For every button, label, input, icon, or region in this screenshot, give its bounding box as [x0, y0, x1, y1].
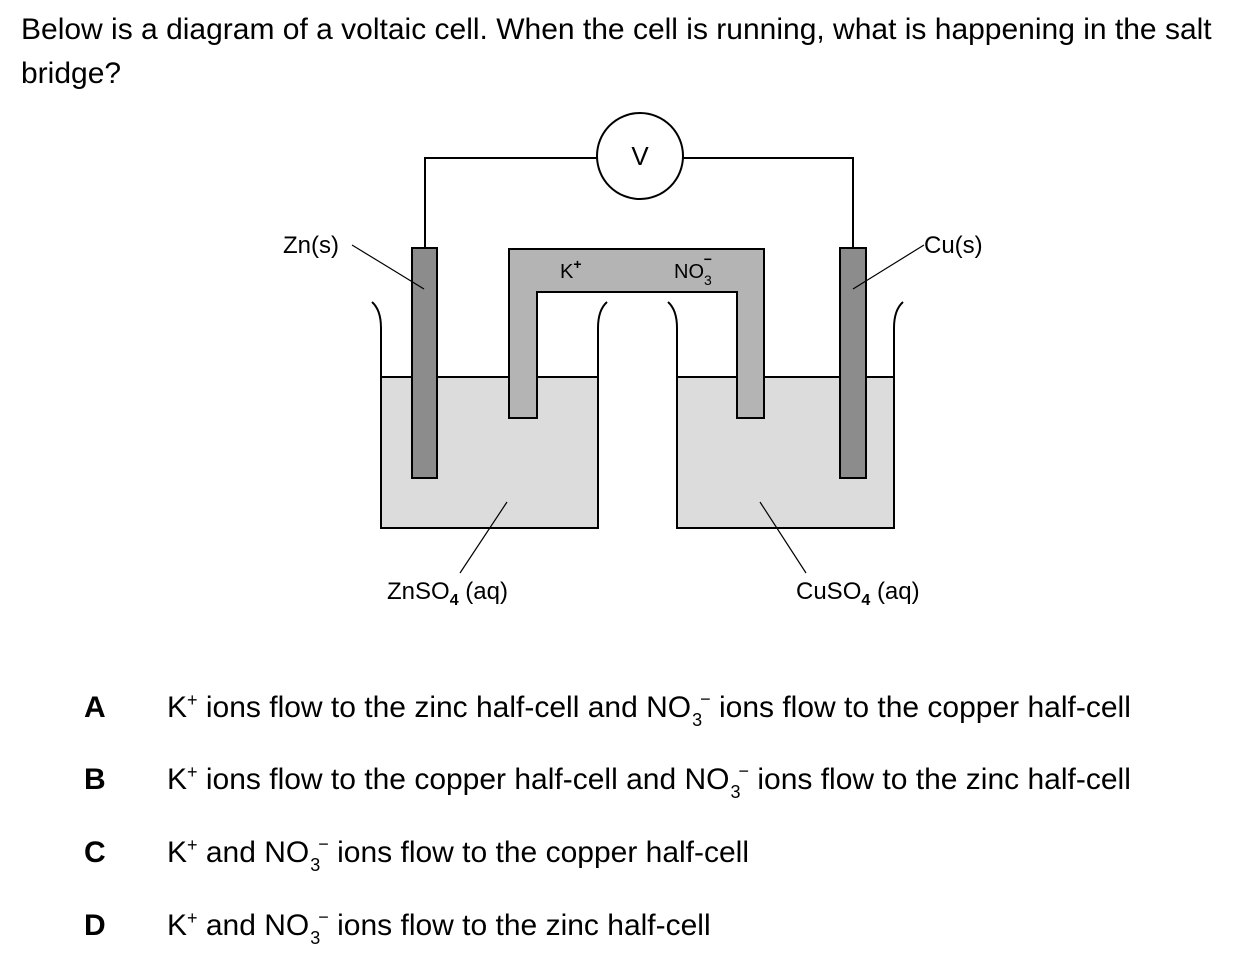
copper-electrode — [839, 247, 867, 479]
option-text-part: ions flow to the copper half-cell and — [197, 763, 685, 796]
salt-bridge — [508, 248, 765, 419]
option-text-part: ions flow to the copper half-cell — [328, 836, 750, 869]
nitrate-symbol: NO — [264, 836, 310, 869]
k-ion-symbol: K — [167, 909, 188, 942]
nitrate-symbol: NO — [684, 763, 730, 796]
cuso4-label-leader — [759, 501, 807, 574]
option-d-text[interactable]: K+ and NO3− ions flow to the zinc half-c… — [167, 907, 711, 948]
option-c-text[interactable]: K+ and NO3− ions flow to the copper half… — [167, 834, 750, 875]
cuso4-solution-label: CuSO4 (aq) — [796, 578, 920, 609]
k-ion-charge: + — [187, 908, 198, 928]
option-text-part: ions flow to the zinc half-cell — [328, 909, 711, 942]
bridge-anion-label: NO3− — [674, 251, 712, 288]
option-text-part: ions flow to the copper half-cell — [710, 691, 1131, 724]
nitrate-charge: − — [700, 689, 711, 709]
left-beaker — [371, 301, 608, 529]
external-wire — [424, 157, 854, 248]
cu-label-leader — [852, 244, 925, 290]
option-text-part: and — [197, 836, 265, 869]
k-ion-symbol: K — [167, 691, 188, 724]
option-b-letter: B — [84, 763, 106, 796]
nitrate-subscript: 3 — [692, 710, 703, 730]
nitrate-subscript: 3 — [310, 928, 321, 948]
nitrate-symbol: NO — [646, 691, 692, 724]
k-ion-symbol: K — [167, 763, 188, 796]
voltmeter-circle — [596, 112, 684, 200]
right-beaker — [667, 301, 904, 529]
znso4-solution-label: ZnSO4 (aq) — [387, 578, 508, 609]
option-b-text[interactable]: K+ ions flow to the copper half-cell and… — [167, 761, 1131, 802]
option-d-letter: D — [84, 909, 106, 942]
nitrate-charge: − — [318, 834, 329, 854]
k-ion-charge: + — [187, 835, 198, 855]
question-text: Below is a diagram of a voltaic cell. Wh… — [21, 13, 1212, 90]
k-ion-charge: + — [187, 762, 198, 782]
option-text-part: ions flow to the zinc half-cell — [749, 763, 1131, 796]
voltmeter: V — [596, 112, 684, 200]
option-text-part: and — [197, 909, 265, 942]
nitrate-subscript: 3 — [730, 782, 741, 802]
bridge-cation-label: K+ — [560, 256, 582, 283]
nitrate-symbol: NO — [264, 909, 310, 942]
k-ion-charge: + — [187, 690, 198, 710]
option-text-part: ions flow to the zinc half-cell and — [197, 691, 647, 724]
cu-electrode-label: Cu(s) — [924, 232, 983, 259]
zinc-electrode — [411, 247, 438, 479]
right-beaker-outline — [667, 301, 904, 529]
k-ion-symbol: K — [167, 836, 188, 869]
option-a-letter: A — [84, 691, 106, 724]
nitrate-charge: − — [738, 761, 750, 781]
zn-label-leader — [351, 244, 425, 290]
nitrate-charge: − — [318, 907, 329, 927]
option-c-letter: C — [84, 836, 106, 869]
voltmeter-label: V — [631, 141, 649, 171]
option-a-text[interactable]: K+ ions flow to the zinc half-cell and N… — [167, 689, 1131, 730]
nitrate-subscript: 3 — [310, 855, 321, 875]
znso4-label-leader — [459, 501, 508, 574]
zn-electrode-label: Zn(s) — [283, 232, 339, 259]
